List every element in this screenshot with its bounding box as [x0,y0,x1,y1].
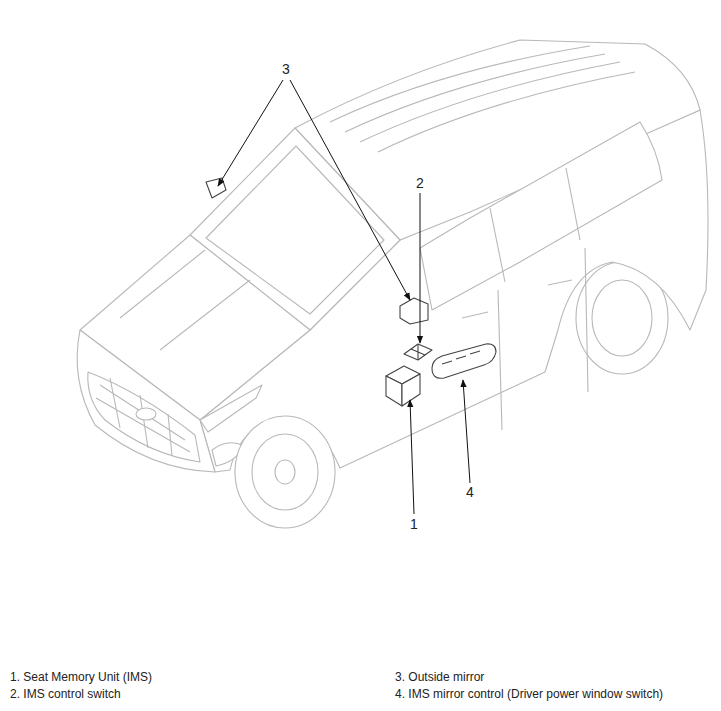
illustration-line [420,122,662,310]
illustration-line [252,434,318,510]
callout-number: 2 [416,175,424,191]
power-window-switch [432,344,496,378]
illustration-line [200,385,262,432]
illustration-line [498,248,588,430]
illustration-line [330,46,590,122]
illustration-line [77,330,215,472]
part-name: 3. Outside mirror [395,670,484,684]
illustration-line [378,72,635,152]
illustration-line [566,168,580,240]
leader-line [420,193,421,343]
illustration-line [360,62,620,142]
leader-line [463,380,470,483]
leader-lines [218,80,470,514]
illustration-line [462,280,572,318]
illustration-line [490,208,505,282]
illustration-line [120,250,250,350]
outside-mirror [206,178,226,198]
part-name: 1. Seat Memory Unit (IMS) [10,670,152,684]
switch-detail [411,344,425,360]
ims-control-switch [404,344,432,360]
illustration-line [275,460,295,484]
illustration-line [235,416,335,528]
illustration-line [136,408,156,420]
callout-number: 3 [282,61,290,77]
callout-number: 1 [410,516,418,532]
suv-outline [77,40,708,528]
part-name: 4. IMS mirror control (Driver power wind… [395,687,663,701]
seat-memory-unit [402,374,420,406]
outside-mirror [400,298,428,324]
illustration-line [88,372,200,462]
illustration-line [592,280,652,356]
component-parts [206,178,496,406]
seat-memory-unit [386,376,402,406]
leader-line [410,400,414,514]
leader-line [218,80,283,186]
callout-number: 4 [466,484,474,500]
part-name: 2. IMS control switch [10,687,121,701]
illustration-line [345,54,605,132]
illustration-line [96,378,190,456]
leader-line [290,80,410,300]
switch-detail [442,351,480,364]
